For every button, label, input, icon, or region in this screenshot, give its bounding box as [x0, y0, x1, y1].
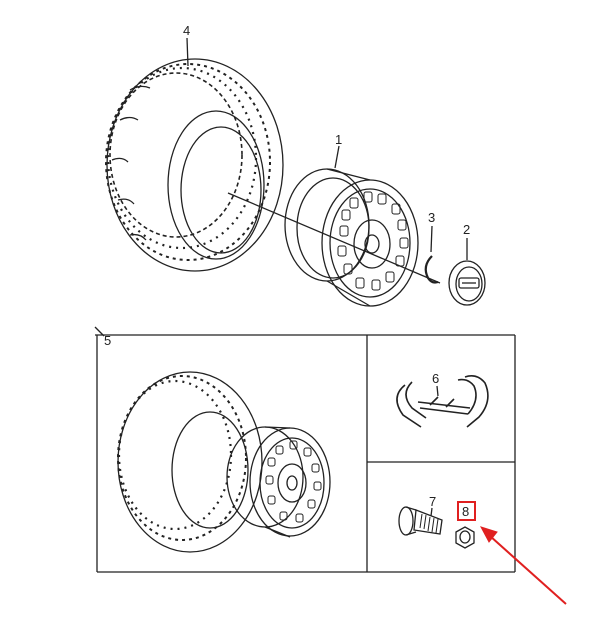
callout-8-highlight-box: 8	[457, 501, 476, 521]
leader-3	[430, 225, 433, 253]
callout-5: 5	[104, 333, 112, 348]
callout-3: 3	[428, 210, 436, 225]
clip-part	[424, 255, 439, 284]
hub-cap-part	[448, 260, 486, 306]
leader-6	[436, 385, 439, 397]
callout-4: 4	[183, 23, 191, 38]
spare-wheel-illustration	[117, 371, 331, 553]
nut-part	[455, 526, 475, 549]
highlight-arrow	[479, 526, 567, 605]
callout-7: 7	[429, 494, 437, 509]
wheel-rim-illustration	[284, 168, 419, 307]
kit-frame	[95, 334, 516, 573]
callout-8: 8	[462, 504, 470, 519]
bracket-part	[396, 375, 489, 428]
leader-4	[186, 37, 189, 67]
assembly-axis-line	[227, 192, 441, 284]
leader-1	[334, 145, 340, 169]
callout-2: 2	[463, 222, 471, 237]
leader-7	[430, 507, 433, 517]
tyre-illustration	[105, 58, 284, 272]
callout-6: 6	[432, 371, 440, 386]
leader-5	[94, 326, 105, 337]
bolt-part	[398, 506, 443, 536]
callout-1: 1	[335, 132, 343, 147]
